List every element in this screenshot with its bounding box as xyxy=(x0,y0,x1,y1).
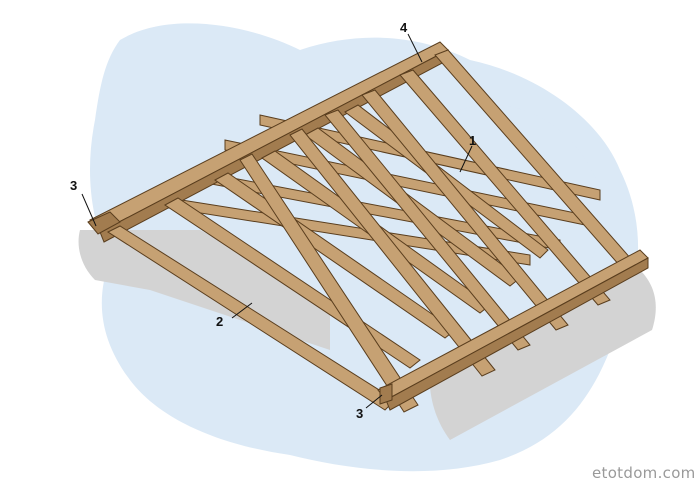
wall-right xyxy=(429,270,656,440)
wall-plate-bottom-post xyxy=(379,383,393,405)
label-rafter: 1 xyxy=(469,133,476,148)
leader-ridge xyxy=(407,33,423,63)
label-eave-rafter: 2 xyxy=(216,314,223,329)
watermark: etotdom.com xyxy=(592,464,696,482)
leader-eave-rafter xyxy=(231,302,253,319)
right-rafters xyxy=(239,49,633,413)
leader-wall-plate-bottom xyxy=(365,394,383,409)
leader-rafter xyxy=(459,145,473,173)
right-rafter-3 xyxy=(324,109,531,351)
leader-wall-plate-left xyxy=(81,193,97,227)
label-wall-plate-left: 3 xyxy=(70,178,77,193)
right-rafter-4 xyxy=(361,89,569,331)
right-rafter-1 xyxy=(239,153,419,413)
right-rafter-5 xyxy=(399,69,611,306)
wall-plate-left-block xyxy=(87,211,121,235)
wall-plates xyxy=(87,211,649,411)
label-ridge: 4 xyxy=(400,20,408,35)
label-wall-plate-bottom: 3 xyxy=(356,406,363,421)
right-rafter-2 xyxy=(289,128,496,377)
leader-lines xyxy=(81,33,473,409)
